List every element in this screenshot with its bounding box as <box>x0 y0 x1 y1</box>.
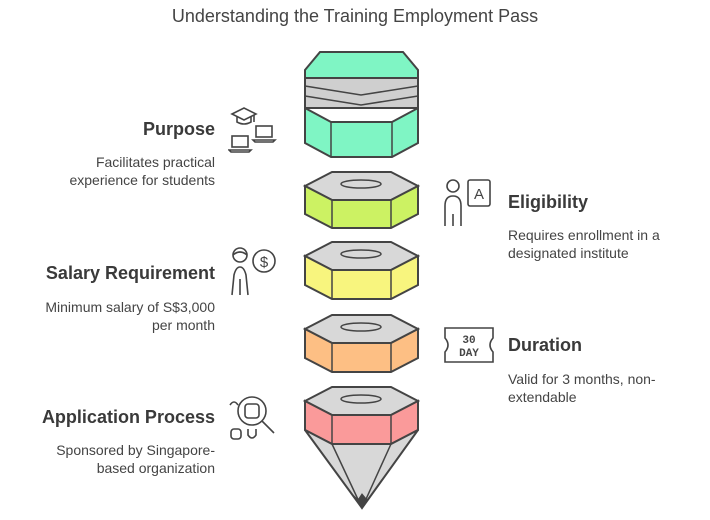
graduation-cap-laptop-icon <box>227 104 278 159</box>
stack-segment-salary <box>302 241 421 300</box>
stack-segment-application <box>302 386 421 445</box>
svg-text:30: 30 <box>462 335 475 347</box>
stack-segment-purpose <box>304 51 419 158</box>
30-day-calendar-icon: 30 DAY <box>443 326 495 369</box>
svg-text:$: $ <box>260 254 269 271</box>
person-document-icon: A <box>442 178 492 233</box>
step-heading-duration: Duration <box>508 335 582 355</box>
step-heading-eligibility: Eligibility <box>508 192 589 212</box>
svg-text:A: A <box>474 186 484 203</box>
step-heading-purpose: Purpose <box>142 119 215 139</box>
step-desc-duration: Valid for 3 months, non- extendable <box>508 371 656 405</box>
pencil-tip <box>304 429 419 510</box>
step-desc-salary: Minimum salary of S$3,000 per month <box>45 299 215 333</box>
person-dollar-icon: $ <box>228 247 280 302</box>
diagram-title: Understanding the Training Employment Pa… <box>171 6 539 26</box>
svg-text:DAY: DAY <box>459 348 479 360</box>
step-desc-application: Sponsored by Singapore- based organizati… <box>56 442 215 476</box>
step-heading-salary: Salary Requirement <box>45 263 215 283</box>
step-desc-eligibility: Requires enrollment in a designated inst… <box>508 227 660 261</box>
step-heading-application: Application Process <box>41 407 215 427</box>
stack-segment-eligibility <box>302 171 421 229</box>
search-people-icon <box>228 393 280 448</box>
stack-segment-duration <box>302 314 421 373</box>
step-desc-purpose: Facilitates practical experience for stu… <box>69 154 215 188</box>
